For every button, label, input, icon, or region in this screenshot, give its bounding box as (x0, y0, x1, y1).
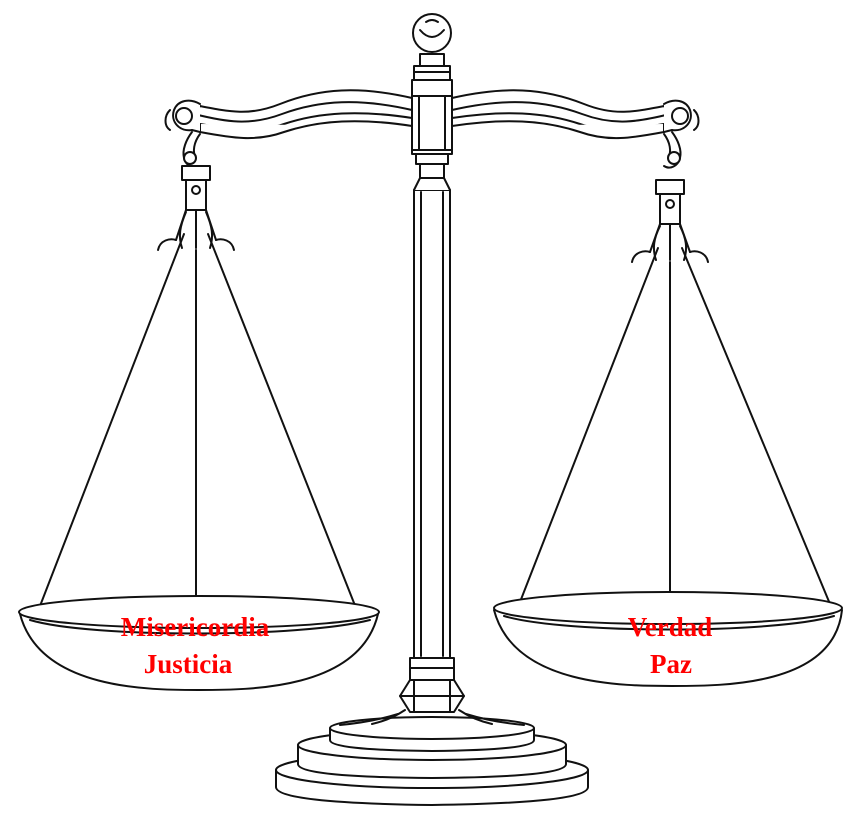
left-hanger (158, 132, 234, 250)
left-pan-label-misericordia: Misericordia (121, 612, 270, 642)
right-pan-label-verdad: Verdad (628, 612, 713, 642)
scale-column (400, 14, 464, 712)
right-pan-label-paz: Paz (650, 649, 692, 679)
right-hanger (632, 132, 708, 262)
scale-base (276, 710, 588, 805)
left-pan-label-justicia: Justicia (144, 649, 233, 679)
